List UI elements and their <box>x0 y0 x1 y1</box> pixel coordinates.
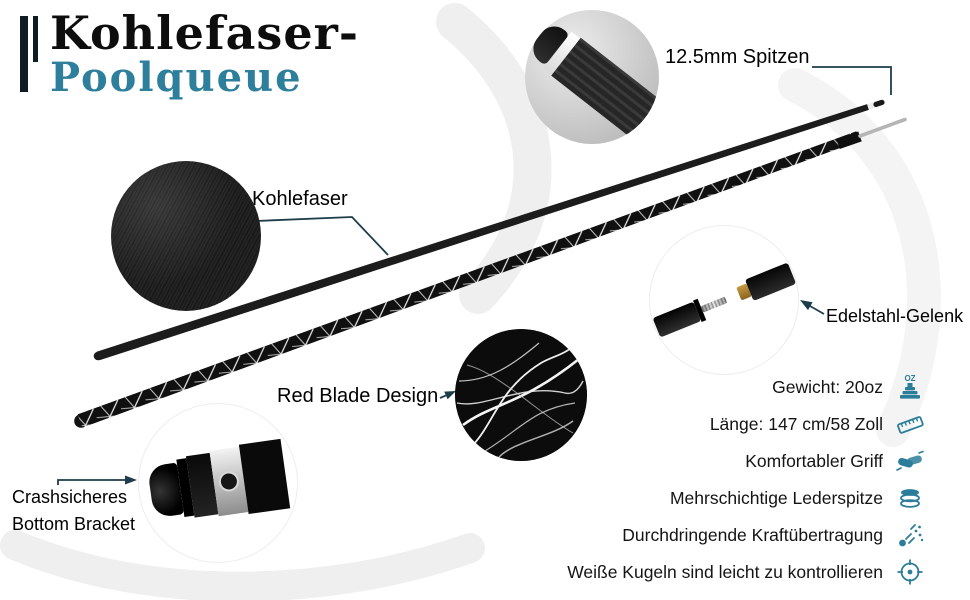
feature-row-leather-tip: Mehrschichtige Lederspitze <box>495 483 925 513</box>
feature-label: Weiße Kugeln sind leicht zu kontrolliere… <box>567 561 883 582</box>
feature-label: Mehrschichtige Lederspitze <box>669 487 883 508</box>
joint-assembly <box>650 226 798 374</box>
handshake-icon <box>895 446 925 476</box>
tip-size-label: 12.5mm Spitzen <box>665 46 810 68</box>
cue-butt-with-blade-pattern <box>74 117 907 428</box>
feature-row-grip: Komfortabler Griff <box>495 446 925 476</box>
title-mark <box>20 10 38 99</box>
feature-row-power: Durchdringende Kraftübertragung <box>495 520 925 550</box>
feature-row-length: Länge: 147 cm/58 Zoll <box>495 409 925 439</box>
page-title: Kohlefaser- Poolqueue <box>50 10 359 99</box>
callout-arrowheads <box>125 300 813 485</box>
joint-shaft-end <box>744 261 796 301</box>
feature-row-weight: Gewicht: 20oz OZ <box>495 372 925 402</box>
tip-closeup-photo <box>525 10 659 144</box>
feature-row-control: Weiße Kugeln sind leicht zu kontrolliere… <box>495 557 925 587</box>
feature-label: Gewicht: 20oz <box>772 376 883 397</box>
layered-tip-icon <box>895 483 925 513</box>
bracket-assembly <box>139 404 297 562</box>
target-icon <box>895 557 925 587</box>
callout-lines <box>57 66 892 485</box>
joint-gap <box>726 294 739 300</box>
blade-pattern-graphic <box>455 329 587 461</box>
weight-oz-icon: OZ <box>895 372 925 402</box>
title-line-2: Poolqueue <box>50 53 303 101</box>
bottom-bracket-closeup-photo <box>138 403 298 563</box>
title-line-1: Kohlefaser- <box>50 6 359 60</box>
feature-label: Durchdringende Kraftübertragung <box>622 524 883 545</box>
title-bar-icon <box>20 16 28 92</box>
joint-butt-end <box>652 301 702 338</box>
bottom-bracket-label-line2: Bottom Bracket <box>12 514 136 534</box>
tip-assembly <box>525 10 659 144</box>
joint-label: Edelstahl-Gelenk <box>826 306 964 326</box>
joint-closeup-photo <box>649 225 799 375</box>
blade-pattern-closeup-photo <box>455 329 587 461</box>
bottom-bracket-label-line1: Crashsicheres <box>12 487 128 507</box>
ruler-icon <box>895 409 925 439</box>
steel-pin <box>700 296 728 313</box>
blade-design-label: Red Blade Design <box>277 385 439 407</box>
butt-end <box>238 438 291 515</box>
title-bar-icon <box>33 16 38 62</box>
carbon-fiber-label: Kohlefaser <box>252 188 348 210</box>
carbon-fiber-closeup-photo <box>111 161 261 311</box>
title-block: Kohlefaser- Poolqueue <box>20 10 359 99</box>
brand-emblem-icon <box>217 470 241 493</box>
oz-text: OZ <box>904 374 915 383</box>
bottom-bracket-label: Crashsicheres Bottom Bracket <box>12 484 135 538</box>
cue-shaft <box>93 99 885 361</box>
feature-label: Länge: 147 cm/58 Zoll <box>709 413 883 434</box>
impact-icon <box>895 520 925 550</box>
feature-list: Gewicht: 20oz OZ Länge: 147 cm/58 Zoll <box>495 372 925 587</box>
feature-label: Komfortabler Griff <box>745 450 883 471</box>
